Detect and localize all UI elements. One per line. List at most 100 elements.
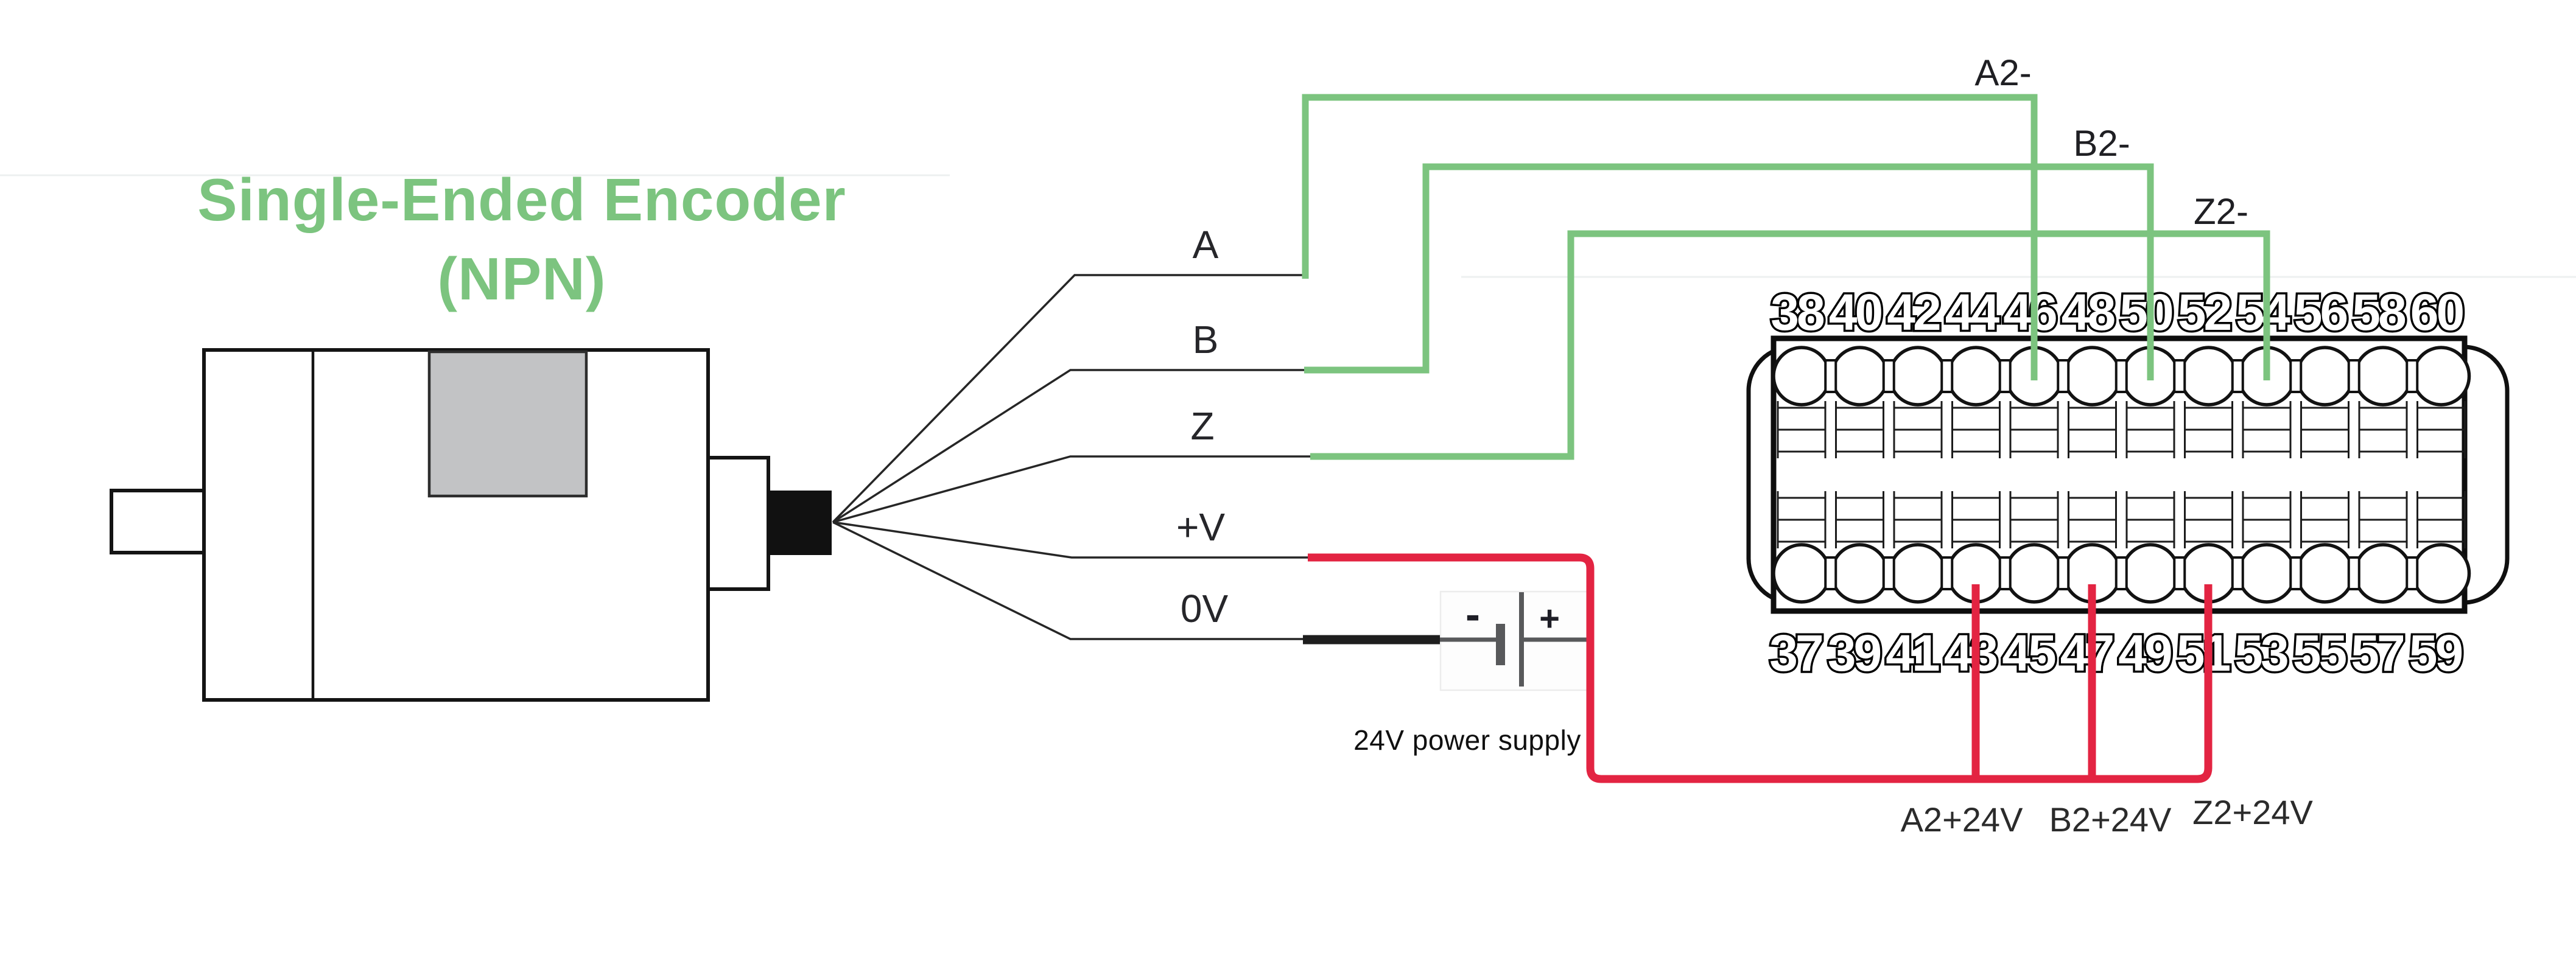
wire-a2-minus	[1302, 94, 2038, 380]
power-wires	[1308, 553, 2213, 783]
terminal-separator	[2289, 359, 2303, 393]
terminal-number-top: 48	[2062, 284, 2115, 341]
terminal-contact-bottom	[2411, 543, 2471, 604]
wire-plus-v	[832, 521, 1308, 559]
terminal-number-top: 44	[1945, 284, 2000, 341]
terminal-separator	[2289, 556, 2303, 590]
terminal-separator	[2406, 359, 2419, 393]
label-z2-minus: Z2-	[2194, 191, 2248, 232]
terminal-contact-bottom	[2004, 543, 2064, 604]
terminal-contact-top	[2062, 346, 2122, 407]
label-b2-minus: B2-	[2073, 123, 2130, 164]
terminal-number-bottom: 41	[1886, 624, 1939, 682]
terminal-contact-top	[1888, 346, 1948, 407]
terminal-contact-bottom	[1772, 543, 1831, 604]
terminal-number-top: 60	[2410, 284, 2463, 341]
terminal-separator	[2057, 556, 2070, 590]
wire-z	[832, 455, 1310, 523]
battery-minus-plate-icon	[1496, 624, 1505, 665]
terminal-number-top: 52	[2178, 284, 2231, 341]
wire-z2-minus	[1310, 230, 2270, 460]
encoder-motor	[110, 348, 832, 702]
terminal-number-bottom: 45	[2002, 624, 2055, 682]
terminal-separator	[1882, 359, 1895, 393]
power-supply: - + 24V power supply	[1303, 590, 1591, 756]
terminal-separator	[1998, 359, 2012, 393]
wire-label-a: A	[1193, 223, 1219, 267]
encoder-wires	[832, 274, 1310, 640]
terminal-number-bottom: 39	[1828, 624, 1881, 682]
label-a2-minus: A2-	[1974, 52, 2031, 93]
terminal-separator	[2173, 556, 2186, 590]
terminal-separator	[2231, 556, 2244, 590]
terminal-contact-bottom	[2237, 543, 2297, 604]
terminal-separator	[2347, 359, 2360, 393]
battery-minus-label: -	[1465, 590, 1480, 639]
terminal-number-top: 58	[2352, 284, 2406, 341]
power-supply-caption: 24V power supply	[1353, 724, 1581, 756]
page-title: Single-Ended Encoder	[197, 166, 846, 233]
label-a2-24v: A2+24V	[1901, 800, 2023, 839]
terminal-contact-top	[1772, 346, 1831, 407]
wire-label-plus-v: +V	[1176, 505, 1225, 549]
wire-label-b: B	[1193, 318, 1219, 362]
terminal-contact-top	[2353, 346, 2413, 407]
signal-wires	[1302, 94, 2270, 460]
page-title-subline: (NPN)	[437, 245, 606, 312]
terminal-number-top: 38	[1771, 284, 1824, 341]
terminal-separator	[2114, 359, 2128, 393]
terminal-separator	[2057, 359, 2070, 393]
terminal-contact-top	[1830, 346, 1890, 407]
wire-label-zero-v: 0V	[1181, 587, 1229, 631]
terminal-number-top: 46	[2003, 284, 2056, 341]
wire-label-z: Z	[1190, 404, 1214, 448]
terminal-number-top: 56	[2294, 284, 2347, 341]
terminal-number-bottom: 59	[2409, 624, 2462, 682]
terminal-number-bottom: 37	[1769, 624, 1822, 682]
terminal-number-bottom: 57	[2351, 624, 2404, 682]
terminal-contact-bottom	[2121, 543, 2180, 604]
terminal-separator	[1882, 556, 1895, 590]
motor-shaft	[110, 489, 206, 554]
terminal-contact-top	[2411, 346, 2471, 407]
wire-zero-v	[832, 521, 1304, 640]
terminal-separator	[1824, 556, 1837, 590]
wire-b	[832, 369, 1304, 523]
wire-b2-minus	[1304, 163, 2154, 380]
label-z2-24v: Z2+24V	[2192, 793, 2313, 831]
terminal-number-top: 40	[1829, 284, 1882, 341]
wire-a	[832, 274, 1303, 523]
terminal-contact-bottom	[1888, 543, 1948, 604]
cable-connector	[768, 491, 832, 555]
terminal-contact-top	[1946, 346, 2006, 407]
label-b2-24v: B2+24V	[2049, 800, 2172, 839]
wire-24v-bus	[1308, 553, 2213, 783]
terminal-number-top: 42	[1887, 284, 1940, 341]
terminal-separator	[2347, 556, 2360, 590]
terminal-separator	[1824, 359, 1837, 393]
terminal-number-bottom: 43	[1944, 624, 1997, 682]
terminal-number-bottom: 47	[2060, 624, 2113, 682]
terminal-number-top: 50	[2119, 284, 2172, 341]
terminal-contact-bottom	[2353, 543, 2413, 604]
terminal-separator	[1940, 359, 1954, 393]
motor-flange	[706, 456, 770, 591]
terminal-number-bottom: 55	[2293, 624, 2346, 682]
terminal-separator	[2231, 359, 2244, 393]
motor-top-block	[427, 350, 588, 498]
terminal-separator	[2406, 556, 2419, 590]
terminal-separator	[1998, 556, 2012, 590]
terminal-contact-bottom	[1830, 543, 1890, 604]
terminal-contact-top	[2178, 346, 2239, 407]
battery-plus-plate-icon	[1519, 592, 1524, 687]
terminal-separator	[2114, 556, 2128, 590]
battery-plus-label: +	[1539, 599, 1560, 638]
terminal-number-bottom: 51	[2177, 624, 2230, 682]
terminal-contact-top	[2295, 346, 2355, 407]
terminal-number-bottom: 53	[2234, 624, 2287, 682]
terminal-separator	[1940, 556, 1954, 590]
terminal-separator	[2173, 359, 2186, 393]
terminal-number-top: 54	[2236, 284, 2290, 341]
